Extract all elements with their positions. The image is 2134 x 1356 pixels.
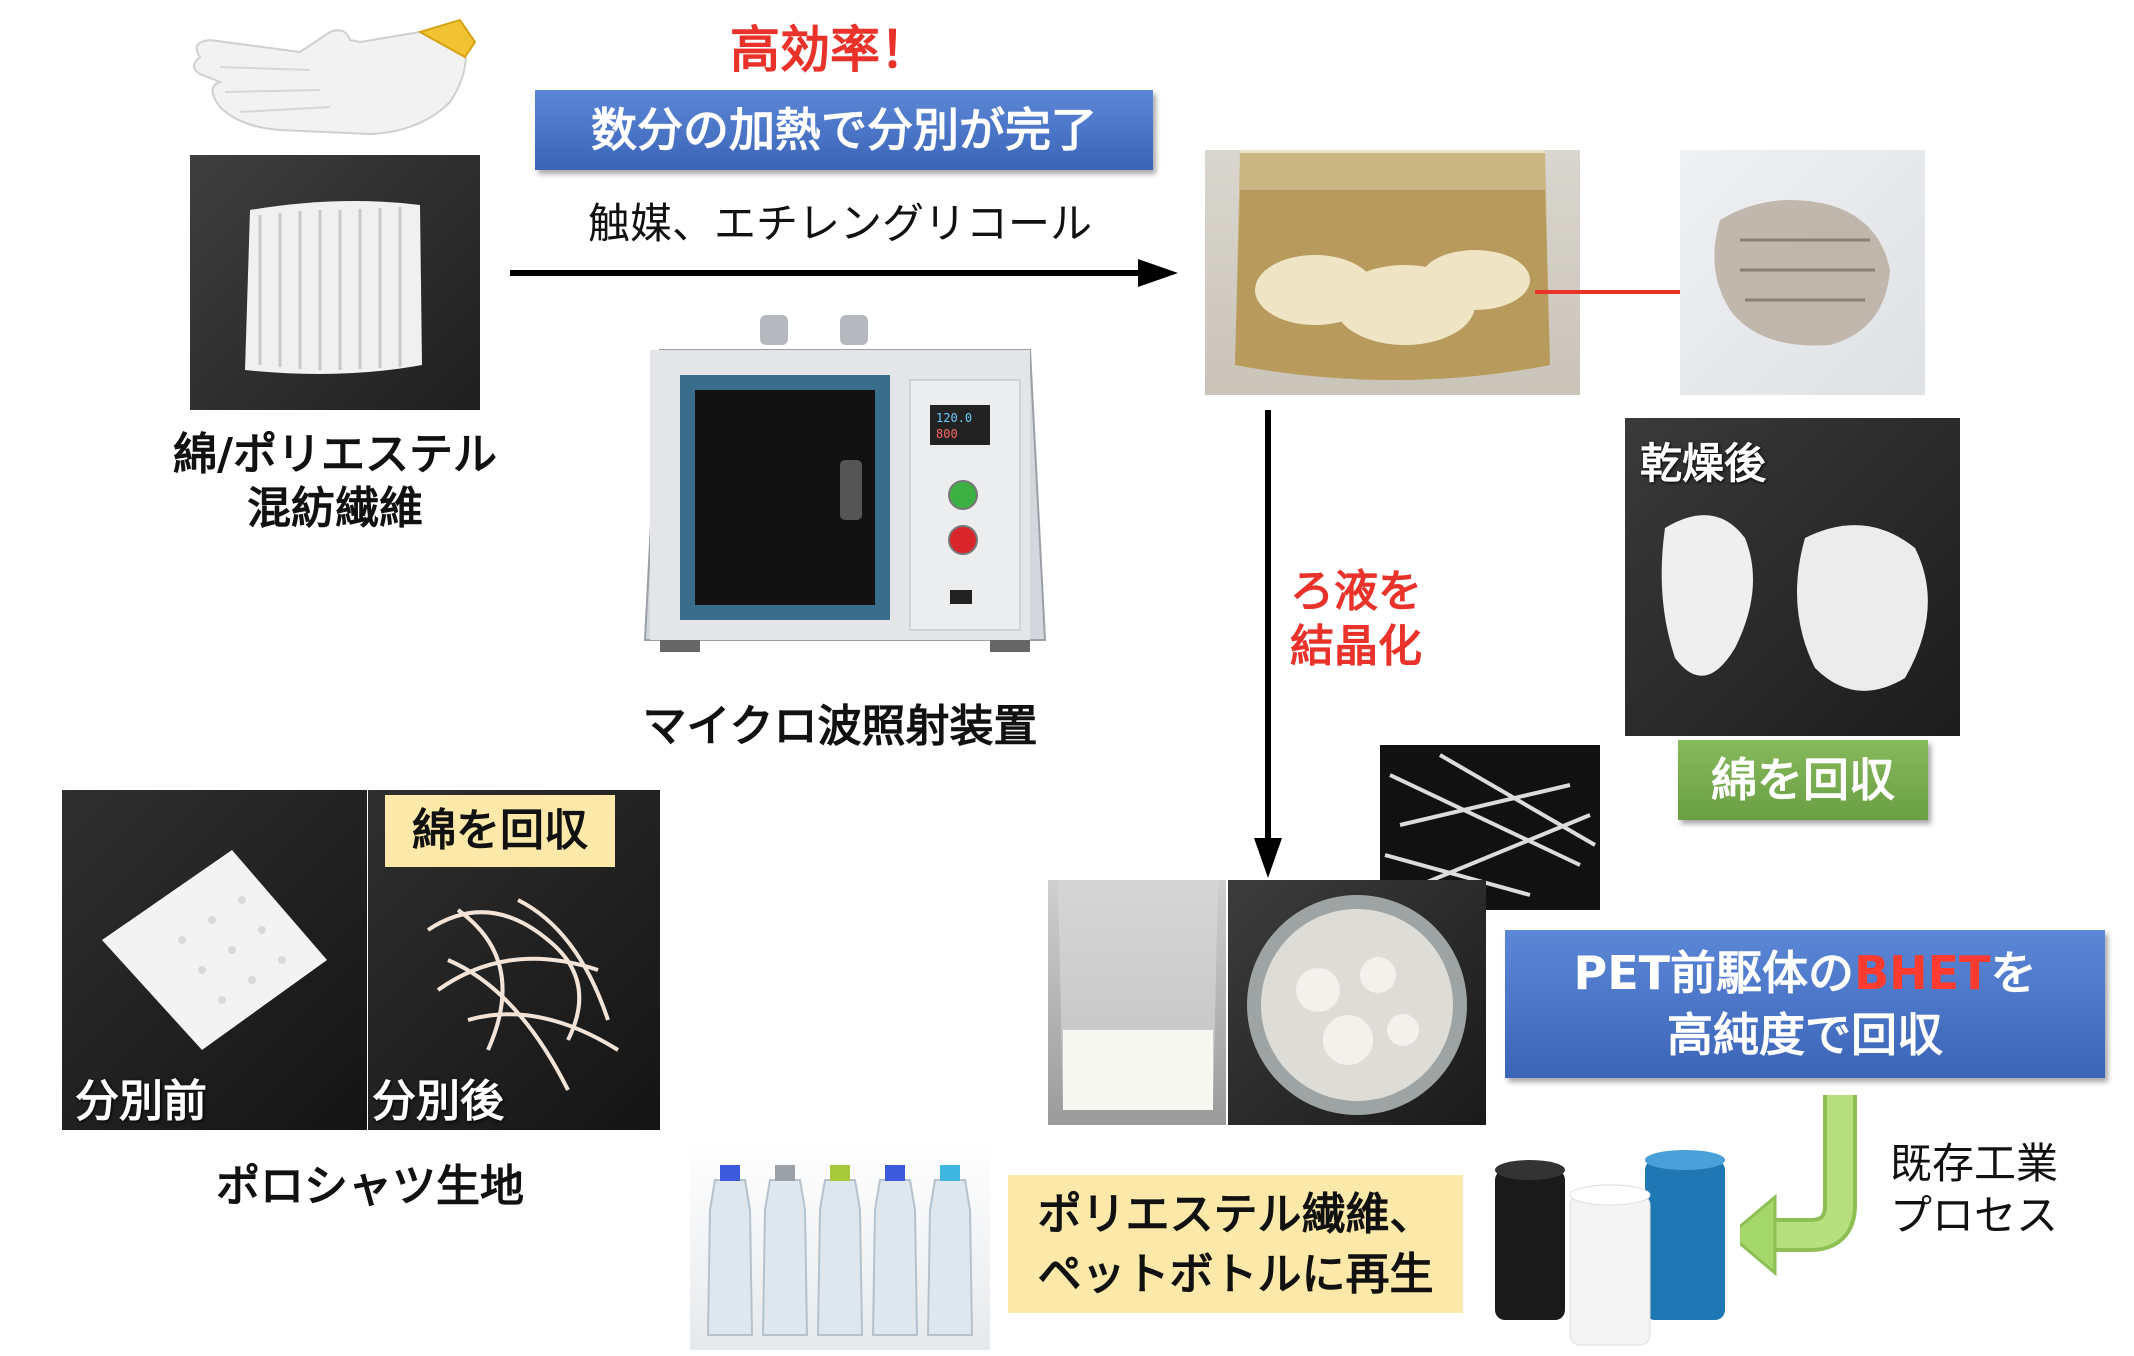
green-curved-arrow (1730, 1095, 1857, 1277)
recycle-line2: ペットボトルに再生 (1037, 1249, 1434, 1300)
polo-recover-box: 綿を回収 (385, 795, 615, 867)
wet-cotton-image (1680, 150, 1925, 395)
bottles-image (690, 1140, 990, 1350)
fabric-label-line1: 綿/ポリエステル (172, 429, 498, 480)
svg-text:800: 800 (936, 427, 958, 441)
bhet-line2: 高純度で回収 (1667, 1008, 1943, 1062)
beaker-image (1205, 150, 1580, 395)
svg-text:120.0: 120.0 (936, 411, 972, 425)
polo-before-image (62, 790, 367, 1130)
dried-label: 乾燥後 (1640, 439, 1767, 488)
process-line2: プロセス (1890, 1191, 2059, 1240)
dried-cotton-image (1625, 418, 1960, 736)
cotton-recover-box: 綿を回収 (1678, 740, 1928, 820)
bhet-dish-image (1228, 880, 1486, 1125)
highlight-text: 高効率！ (730, 21, 930, 79)
polo-before-label: 分別前 (75, 1076, 207, 1127)
glove-image (193, 18, 477, 136)
bhet-line1-suffix: を (1990, 946, 2037, 1000)
knit-fabric-image (190, 155, 480, 410)
recycle-box: ポリエステル繊維、 ペットボトルに再生 (1008, 1175, 1463, 1313)
bhet-line1-prefix: PET前駆体の (1573, 946, 1855, 1000)
polo-after-label: 分別後 (372, 1076, 504, 1127)
filtrate-line2: 結晶化 (1290, 621, 1422, 672)
yarn-bobbins-image (1475, 1140, 1740, 1350)
main-arrow (510, 259, 1178, 287)
down-arrow (1254, 410, 1282, 878)
microwave-device-image: 120.0 800 (643, 315, 1047, 652)
fabric-label-line2: 混紡繊維 (247, 483, 423, 534)
device-label: マイクロ波照射装置 (642, 701, 1038, 752)
polo-caption: ポロシャツ生地 (216, 1161, 524, 1212)
banner-box: 数分の加熱で分別が完了 (535, 90, 1153, 170)
bhet-line1-highlight: BHET (1854, 946, 1991, 1000)
bhet-beaker-image (1048, 880, 1226, 1125)
process-line1: 既存工業 (1890, 1139, 2059, 1188)
filtrate-line1: ろ液を (1290, 566, 1422, 617)
bhet-box: PET前駆体のBHETを 高純度で回収 (1505, 930, 2105, 1078)
recycle-line1: ポリエステル繊維、 (1037, 1189, 1434, 1240)
reagents-text: 触媒、エチレングリコール (587, 199, 1092, 248)
